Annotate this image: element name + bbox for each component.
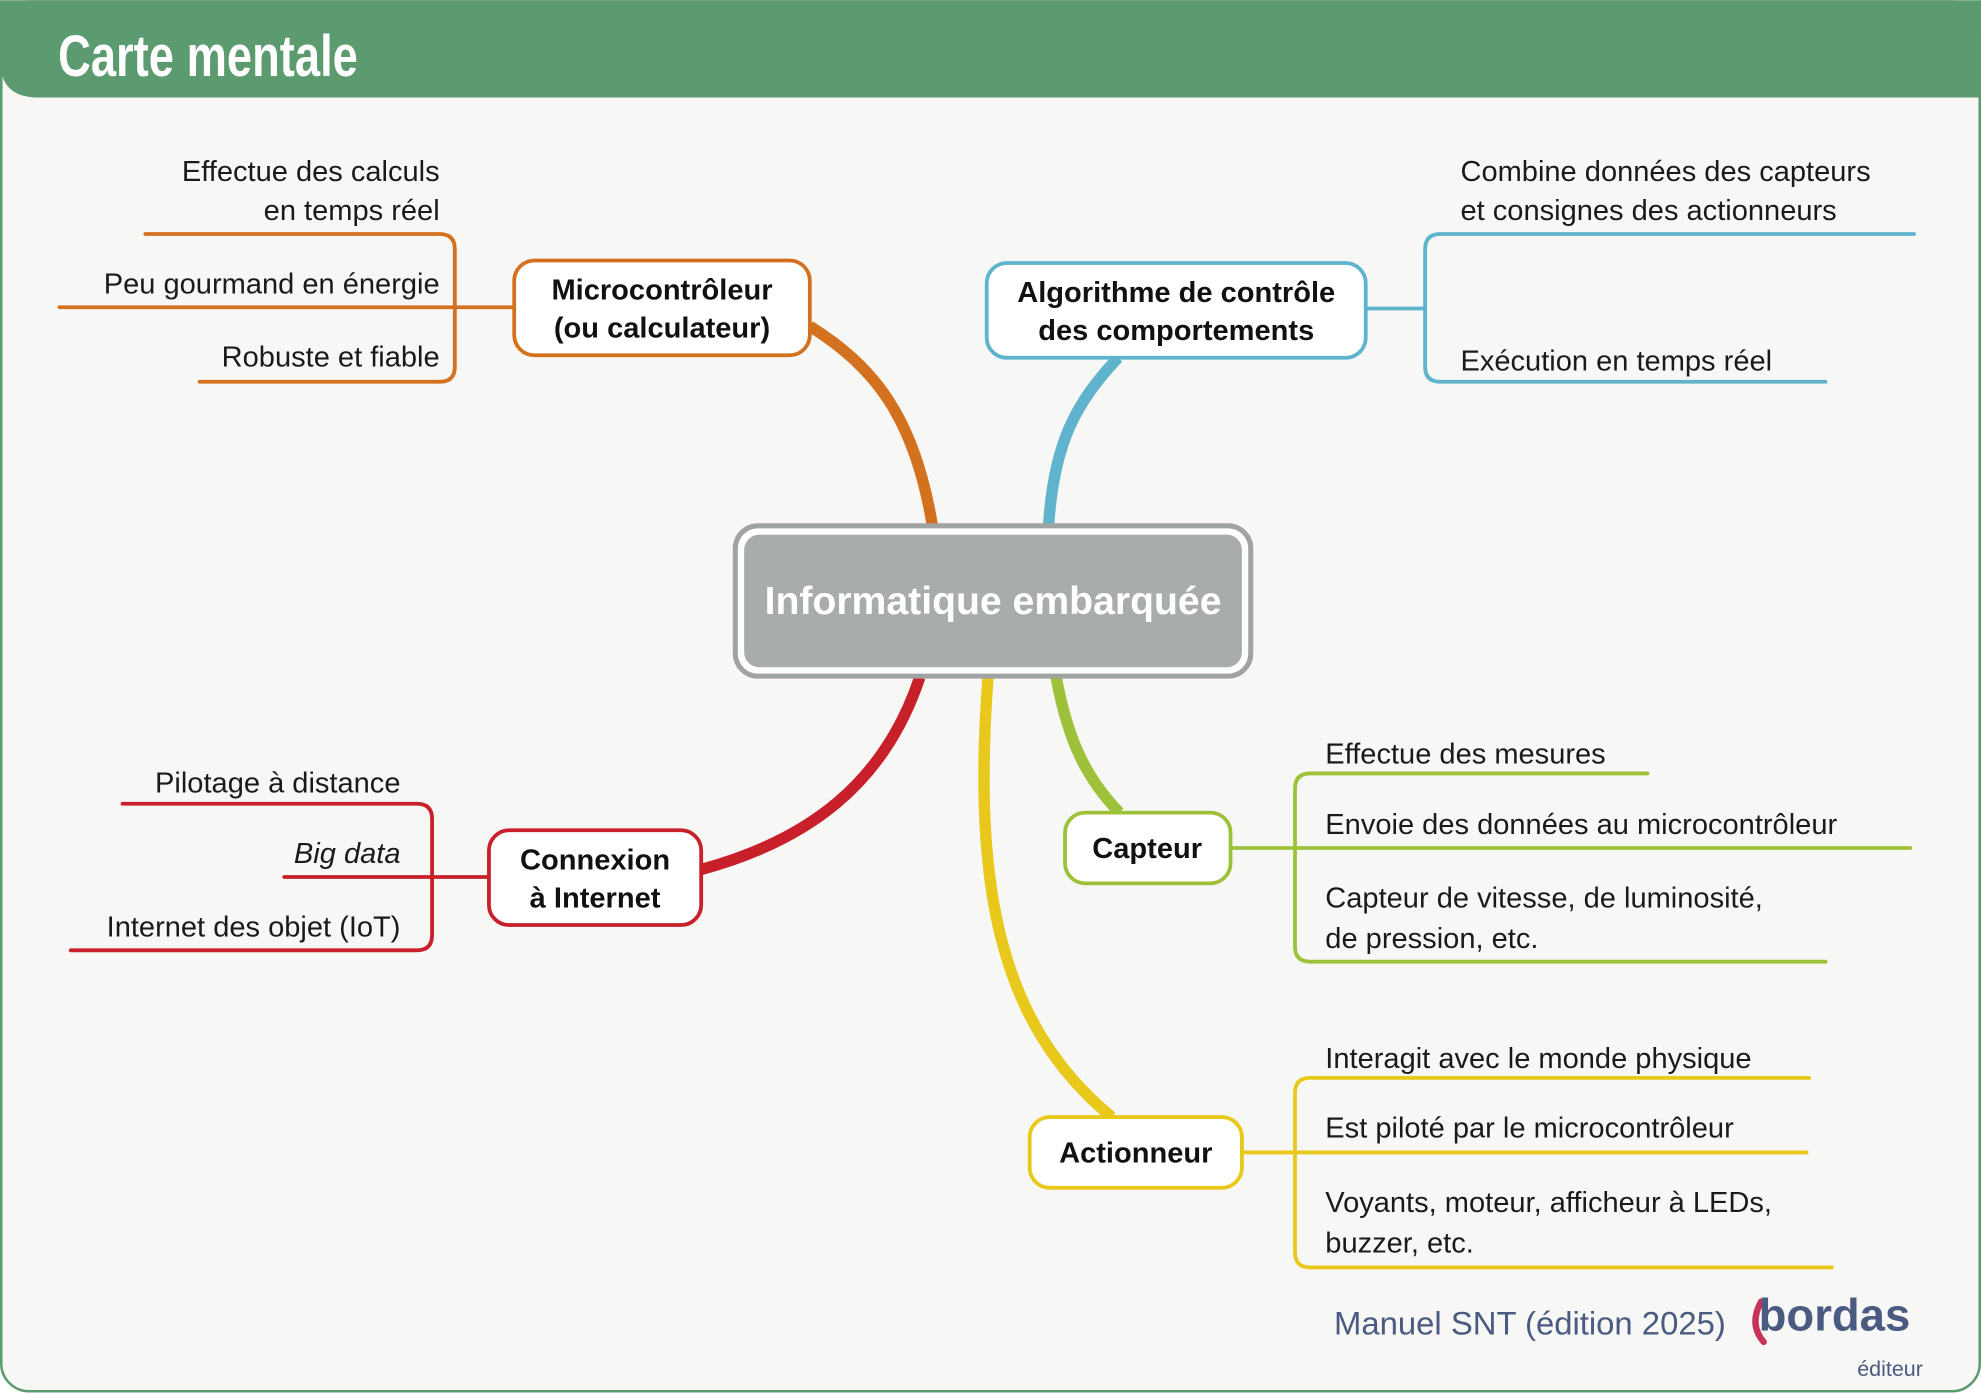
node-label: à Internet (530, 882, 661, 914)
leaf-text: Pilotage à distance (155, 767, 400, 799)
center-node: Informatique embarquée (732, 523, 1254, 679)
node-label: Actionneur (1059, 1138, 1212, 1170)
leaf-text: Big data (294, 838, 401, 870)
leaf-text: Voyants, moteur, afficheur à LEDs, (1325, 1187, 1772, 1219)
leaf-text: Effectue des calculs (182, 156, 440, 188)
footer-source: Manuel SNT (édition 2025) (1334, 1304, 1726, 1341)
leaf-bracket (1293, 771, 1828, 964)
logo-name: bordas (1759, 1290, 1911, 1341)
node-label: Microcontrôleur (551, 275, 772, 307)
node-label: Connexion (520, 844, 670, 876)
branch-connexion (699, 675, 926, 875)
leaf-text: Peu gourmand en énergie (104, 268, 440, 300)
leaf-text: Est piloté par le microcontrôleur (1325, 1112, 1734, 1144)
leaf-text: Robuste et fiable (222, 342, 440, 374)
leaf-text: Envoie des données au microcontrôleur (1325, 809, 1837, 841)
branch-group-micro: Microcontrôleur (ou calculateur) Effectu… (57, 156, 812, 384)
branch-group-actionneur: Actionneur Interagit avec le monde physi… (1027, 1043, 1834, 1270)
branch-actionneur (978, 677, 1116, 1122)
node-label: Capteur (1092, 833, 1202, 865)
node-connexion[interactable] (487, 828, 704, 927)
node-algo[interactable] (984, 261, 1368, 360)
leaf-text: Combine données des capteurs (1460, 156, 1870, 188)
leaf-bracket (1293, 1076, 1834, 1270)
center-label: Informatique embarquée (765, 580, 1222, 623)
header-title: Carte mentale (58, 25, 358, 90)
node-label: (ou calculateur) (554, 313, 770, 345)
leaf-text: buzzer, etc. (1325, 1227, 1474, 1259)
logo-sub: éditeur (1857, 1357, 1923, 1381)
leaf-text: Internet des objet (IoT) (107, 911, 401, 943)
node-label: des comportements (1038, 315, 1314, 347)
node-actionneur[interactable] (1027, 1115, 1244, 1190)
branch-group-connexion: Connexion à Internet Pilotage à distance… (68, 767, 704, 953)
node-micro[interactable] (512, 258, 812, 358)
node-label: Algorithme de contrôle (1017, 277, 1335, 309)
header-bar (0, 0, 1981, 98)
leaf-text: de pression, etc. (1325, 923, 1538, 955)
leaf-text: Exécution en temps réel (1460, 345, 1772, 377)
bordas-logo: bordas éditeur (1752, 1290, 1923, 1381)
branch-micro (806, 321, 938, 527)
branch-group-capteur: Capteur Effectue des mesures Envoie des … (1063, 738, 1913, 964)
branch-capteur (1050, 676, 1124, 817)
leaf-text: et consignes des actionneurs (1460, 195, 1836, 227)
leaf-text: Interagit avec le monde physique (1325, 1043, 1751, 1075)
branch-group-algo: Algorithme de contrôle des comportements… (984, 156, 1916, 384)
branch-algo (1042, 353, 1123, 527)
leaf-text: Capteur de vitesse, de luminosité, (1325, 882, 1763, 914)
leaf-text: Effectue des mesures (1325, 738, 1605, 770)
node-capteur[interactable] (1063, 810, 1233, 886)
leaf-text: en temps réel (264, 195, 440, 227)
